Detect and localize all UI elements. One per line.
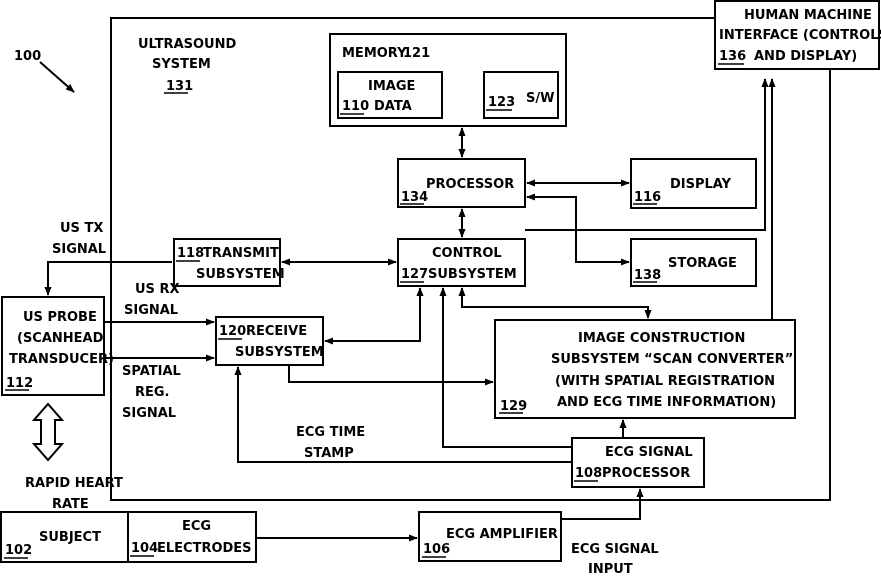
software-label: S/W — [526, 91, 554, 106]
control-line1: CONTROL — [432, 246, 502, 261]
memory-label: MEMORY — [342, 46, 407, 61]
us-probe-line2: (SCANHEAD — [17, 331, 104, 346]
spatial-label-3: SIGNAL — [122, 406, 176, 421]
display-block: 116 DISPLAY — [631, 159, 756, 208]
image-construction-line2: SUBSYSTEM “SCAN CONVERTER” — [551, 352, 793, 367]
figure-ref-arrow — [40, 62, 74, 92]
ecg-processor-line1: ECG SIGNAL — [605, 445, 693, 460]
subject-label: SUBJECT — [39, 530, 101, 545]
ecg-input-label-1: ECG SIGNAL — [571, 542, 659, 557]
image-data-ref: 110 — [342, 99, 369, 114]
processor-block: 134 PROCESSOR — [398, 159, 525, 207]
ecg-processor-line2: PROCESSOR — [602, 466, 690, 481]
electrodes-ref: 104 — [131, 541, 158, 556]
ecg-time-label-1: ECG TIME — [296, 425, 365, 440]
image-construction-ref: 129 — [500, 399, 527, 414]
us-tx-label-2: SIGNAL — [52, 242, 106, 257]
image-data-block: IMAGE 110 DATA — [338, 72, 442, 118]
receive-subsystem-block: 120 RECEIVE SUBSYSTEM — [216, 317, 324, 365]
storage-label: STORAGE — [668, 256, 737, 271]
storage-block: 138 STORAGE — [631, 239, 756, 286]
us-rx-label-1: US RX — [135, 282, 179, 297]
subject-electrodes-block: SUBJECT 102 ECG 104 ELECTRODES — [1, 512, 256, 562]
probe-subject-double-arrow — [34, 404, 62, 460]
display-label: DISPLAY — [670, 177, 732, 192]
hmi-ref: 136 — [719, 49, 746, 64]
display-ref: 116 — [634, 190, 661, 205]
us-probe-line3: TRANSDUCER) — [9, 352, 114, 367]
ecg-signal-processor-block: ECG SIGNAL 108 PROCESSOR — [572, 438, 704, 487]
us-probe-ref: 112 — [6, 376, 33, 391]
spatial-label-2: REG. — [135, 385, 170, 400]
software-block: 123 S/W — [484, 72, 558, 118]
ultrasound-system-line2: SYSTEM — [152, 57, 211, 72]
hmi-line2: INTERFACE (CONTROLS — [719, 28, 881, 43]
receive-line1: RECEIVE — [246, 324, 307, 339]
software-ref: 123 — [488, 95, 515, 110]
image-data-line2: DATA — [374, 99, 412, 114]
subject-ref: 102 — [5, 543, 32, 558]
electrodes-line1: ECG — [182, 519, 211, 534]
memory-block: MEMORY 121 IMAGE 110 DATA 123 S/W — [330, 34, 566, 126]
us-probe-line1: US PROBE — [23, 310, 97, 325]
receive-line2: SUBSYSTEM — [235, 345, 324, 360]
hmi-line3: AND DISPLAY) — [754, 49, 857, 64]
hmi-block: HUMAN MACHINE INTERFACE (CONTROLS 136 AN… — [715, 1, 881, 69]
transmit-line1: TRANSMIT — [203, 246, 279, 261]
image-data-line1: IMAGE — [368, 79, 415, 94]
spatial-label-1: SPATIAL — [122, 364, 181, 379]
ecg-time-label-2: STAMP — [304, 446, 354, 461]
receive-ref: 120 — [219, 324, 246, 339]
ultrasound-system-line1: ULTRASOUND — [138, 37, 236, 52]
transmit-subsystem-block: 118 TRANSMIT SUBSYSTEM — [174, 239, 285, 286]
electrodes-line2: ELECTRODES — [157, 541, 252, 556]
image-construction-line4: AND ECG TIME INFORMATION) — [557, 395, 776, 410]
control-subsystem-block: CONTROL 127 SUBSYSTEM — [398, 239, 525, 286]
hmi-line1: HUMAN MACHINE — [744, 8, 872, 23]
us-rx-label-2: SIGNAL — [124, 303, 178, 318]
control-ref: 127 — [401, 267, 428, 282]
us-probe-block: US PROBE (SCANHEAD TRANSDUCER) 112 — [2, 297, 114, 395]
amplifier-label: ECG AMPLIFIER — [446, 527, 558, 542]
image-construction-block: IMAGE CONSTRUCTION SUBSYSTEM “SCAN CONVE… — [495, 320, 795, 418]
processor-label: PROCESSOR — [426, 177, 514, 192]
image-construction-line3: (WITH SPATIAL REGISTRATION — [555, 374, 775, 389]
transmit-ref: 118 — [177, 246, 204, 261]
image-construction-line1: IMAGE CONSTRUCTION — [578, 331, 745, 346]
control-line2: SUBSYSTEM — [428, 267, 517, 282]
processor-ref: 134 — [401, 190, 428, 205]
ultrasound-system-ref: 131 — [166, 79, 193, 94]
us-tx-label-1: US TX — [60, 221, 103, 236]
memory-ref: 121 — [403, 46, 430, 61]
amplifier-ref: 106 — [423, 542, 450, 557]
rapid-heart-rate-label-2: RATE — [52, 497, 89, 512]
ecg-amplifier-block: ECG AMPLIFIER 106 — [419, 512, 561, 561]
figure-ref-number: 100 — [14, 49, 41, 64]
ecg-processor-ref: 108 — [575, 466, 602, 481]
ecg-input-label-2: INPUT — [588, 562, 633, 576]
storage-ref: 138 — [634, 268, 661, 283]
rapid-heart-rate-label-1: RAPID HEART — [25, 476, 123, 491]
transmit-line2: SUBSYSTEM — [196, 267, 285, 282]
